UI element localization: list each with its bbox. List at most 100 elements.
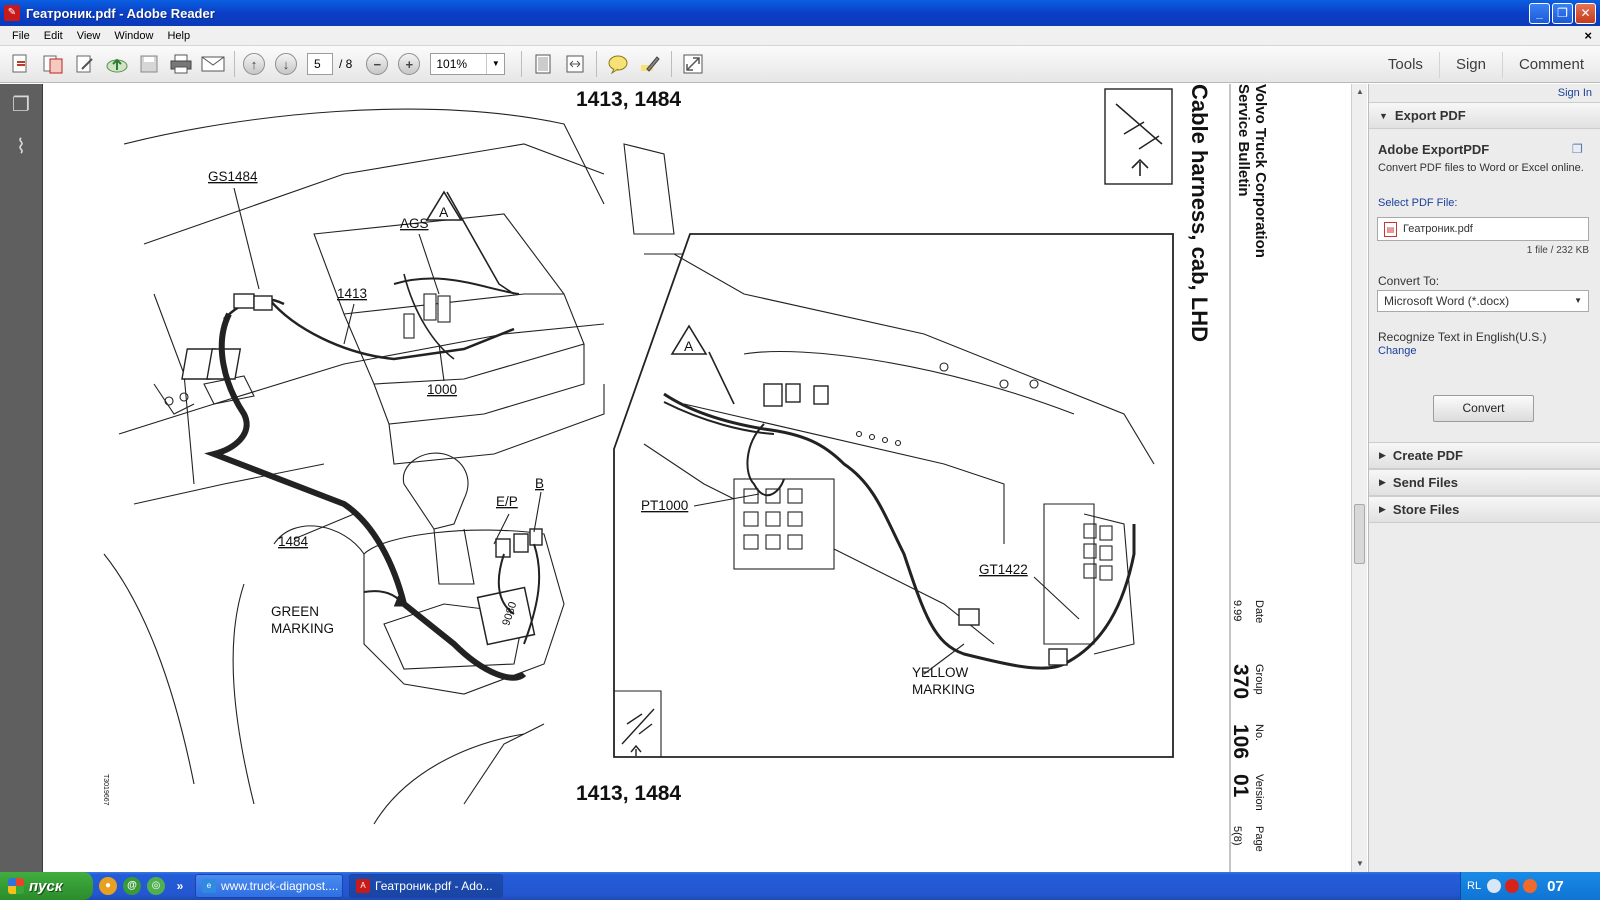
- restore-button[interactable]: ❐: [1552, 3, 1573, 24]
- sign-in-link[interactable]: Sign In: [1557, 87, 1592, 99]
- taskbar: пуск ● @ ◎ » e www.truck-diagnost.... A …: [0, 872, 1600, 900]
- antivirus-icon[interactable]: [1505, 879, 1520, 893]
- export-pdf-header[interactable]: ▼ Export PDF: [1369, 102, 1600, 129]
- menu-view[interactable]: View: [76, 29, 101, 42]
- store-files-header[interactable]: ▶ Store Files: [1369, 496, 1600, 523]
- page-thumbnails-icon[interactable]: ❐: [12, 94, 30, 116]
- selected-file-name: Геатроник.pdf: [1403, 223, 1473, 235]
- sign-link[interactable]: Sign: [1438, 51, 1502, 78]
- email-icon[interactable]: [200, 51, 226, 77]
- language-indicator[interactable]: RL: [1467, 880, 1482, 892]
- create-pdf-header[interactable]: ▶ Create PDF: [1369, 442, 1600, 469]
- arrow-up-icon: ↑: [250, 56, 258, 72]
- quicklaunch-icon[interactable]: ◎: [147, 877, 165, 895]
- previous-page-button[interactable]: ↑: [243, 53, 265, 75]
- fit-page-icon[interactable]: [530, 51, 556, 77]
- vertical-scrollbar[interactable]: ▲ ▼: [1351, 84, 1367, 872]
- menu-edit[interactable]: Edit: [43, 29, 63, 42]
- navigation-pane: ❐ ⌇: [0, 84, 43, 872]
- page-number-input[interactable]: 5: [307, 53, 333, 75]
- label-1484: 1484: [278, 534, 309, 549]
- convert-button[interactable]: Convert: [1433, 395, 1534, 422]
- chrome-icon[interactable]: ●: [99, 877, 117, 895]
- zoom-out-button[interactable]: −: [366, 53, 389, 75]
- fit-width-icon[interactable]: [562, 51, 588, 77]
- triangle-right-icon: ▶: [1379, 477, 1386, 487]
- minus-icon: −: [373, 56, 382, 72]
- chevron-down-icon: ▼: [1574, 296, 1582, 305]
- label-gt1422: GT1422: [979, 562, 1028, 577]
- print-icon[interactable]: [168, 51, 194, 77]
- figure-id: T3019667: [102, 774, 109, 806]
- close-button[interactable]: ✕: [1575, 3, 1596, 24]
- full-screen-icon[interactable]: [680, 51, 706, 77]
- triangle-right-icon: ▶: [1379, 450, 1386, 460]
- minimize-button[interactable]: _: [1529, 3, 1550, 24]
- window-title: Геатроник.pdf - Adobe Reader: [26, 5, 215, 21]
- menu-bar: File Edit View Window Help ×: [0, 26, 1600, 46]
- arrow-down-icon: ↓: [282, 56, 290, 72]
- taskbar-item-adobe[interactable]: A Геатроник.pdf - Ado...: [349, 874, 503, 898]
- zoom-select[interactable]: 101% ▼: [430, 53, 506, 75]
- label-pt1000: PT1000: [641, 498, 688, 513]
- scroll-up-icon[interactable]: ▲: [1356, 87, 1364, 96]
- chevron-down-icon: ▼: [486, 54, 504, 74]
- clock: 07: [1547, 877, 1564, 895]
- label-yellow-marking: MARKING: [912, 682, 975, 697]
- label-ep: E/P: [496, 494, 518, 509]
- store-files-title: Store Files: [1392, 502, 1460, 517]
- select-pdf-label: Select PDF File:: [1378, 197, 1458, 209]
- edit-pdf-icon[interactable]: [72, 51, 98, 77]
- menu-window[interactable]: Window: [114, 29, 154, 42]
- combine-files-icon[interactable]: [40, 51, 66, 77]
- toolbar-separator: [596, 51, 598, 77]
- highlight-pen-icon[interactable]: [637, 51, 663, 77]
- wiring-diagram: 1413, 1484 1413, 1484 GS1484 AGS A 1413 …: [102, 84, 1269, 872]
- corp-name: Volvo Truck Corporation: [1252, 84, 1269, 258]
- meta-group-value: 370: [1229, 664, 1252, 699]
- meta-date-label: Date: [1253, 600, 1265, 623]
- save-icon[interactable]: [136, 51, 162, 77]
- browser-task-icon: e: [202, 879, 216, 893]
- meta-group-label: Group: [1253, 664, 1265, 695]
- scroll-down-icon[interactable]: ▼: [1356, 859, 1364, 868]
- triangle-down-icon: ▼: [1379, 110, 1388, 121]
- selected-file-field[interactable]: ▤ Геатроник.pdf: [1377, 217, 1589, 241]
- scroll-thumb[interactable]: [1354, 504, 1365, 564]
- export-info-icon[interactable]: ❐: [1572, 142, 1583, 156]
- meta-version-value: 01: [1229, 774, 1252, 798]
- toolbar: ↑ ↓ 5 / 8 − + 101% ▼ Tools Sign Co: [0, 46, 1600, 83]
- service-bulletin: Service Bulletin: [1235, 84, 1252, 197]
- label-green-marking: MARKING: [271, 621, 334, 636]
- taskbar-item-browser[interactable]: e www.truck-diagnost....: [195, 874, 343, 898]
- comment-bubble-icon[interactable]: [605, 51, 631, 77]
- document-close-button[interactable]: ×: [1584, 28, 1592, 43]
- change-language-link[interactable]: Change: [1378, 345, 1417, 357]
- document-title: Cable harness, cab, LHD: [1187, 84, 1212, 342]
- upload-cloud-icon[interactable]: [104, 51, 130, 77]
- tools-link[interactable]: Tools: [1387, 55, 1423, 73]
- chevron-right-icon[interactable]: »: [176, 879, 184, 893]
- zoom-in-button[interactable]: +: [398, 53, 421, 75]
- meta-page-value: 5(8): [1231, 826, 1243, 846]
- meta-page-label: Page: [1253, 826, 1265, 852]
- convert-to-select[interactable]: Microsoft Word (*.docx) ▼: [1377, 290, 1589, 312]
- next-page-button[interactable]: ↓: [275, 53, 297, 75]
- security-icon[interactable]: [1523, 879, 1538, 893]
- menu-help[interactable]: Help: [167, 29, 191, 42]
- send-files-header[interactable]: ▶ Send Files: [1369, 469, 1600, 496]
- heading-top: 1413, 1484: [576, 88, 681, 111]
- browser-icon[interactable]: @: [123, 877, 141, 895]
- network-icon[interactable]: [1487, 879, 1502, 893]
- comment-link[interactable]: Comment: [1501, 51, 1600, 78]
- meta-date-value: 9.99: [1231, 600, 1243, 621]
- create-pdf-icon[interactable]: [8, 51, 34, 77]
- heading-bottom: 1413, 1484: [576, 782, 681, 805]
- label-green: GREEN: [271, 604, 319, 619]
- menu-file[interactable]: File: [12, 29, 30, 42]
- toolbar-separator: [521, 51, 523, 77]
- convert-to-value: Microsoft Word (*.docx): [1384, 294, 1510, 308]
- start-button[interactable]: пуск: [0, 872, 93, 900]
- attachments-paperclip-icon[interactable]: ⌇: [16, 136, 26, 158]
